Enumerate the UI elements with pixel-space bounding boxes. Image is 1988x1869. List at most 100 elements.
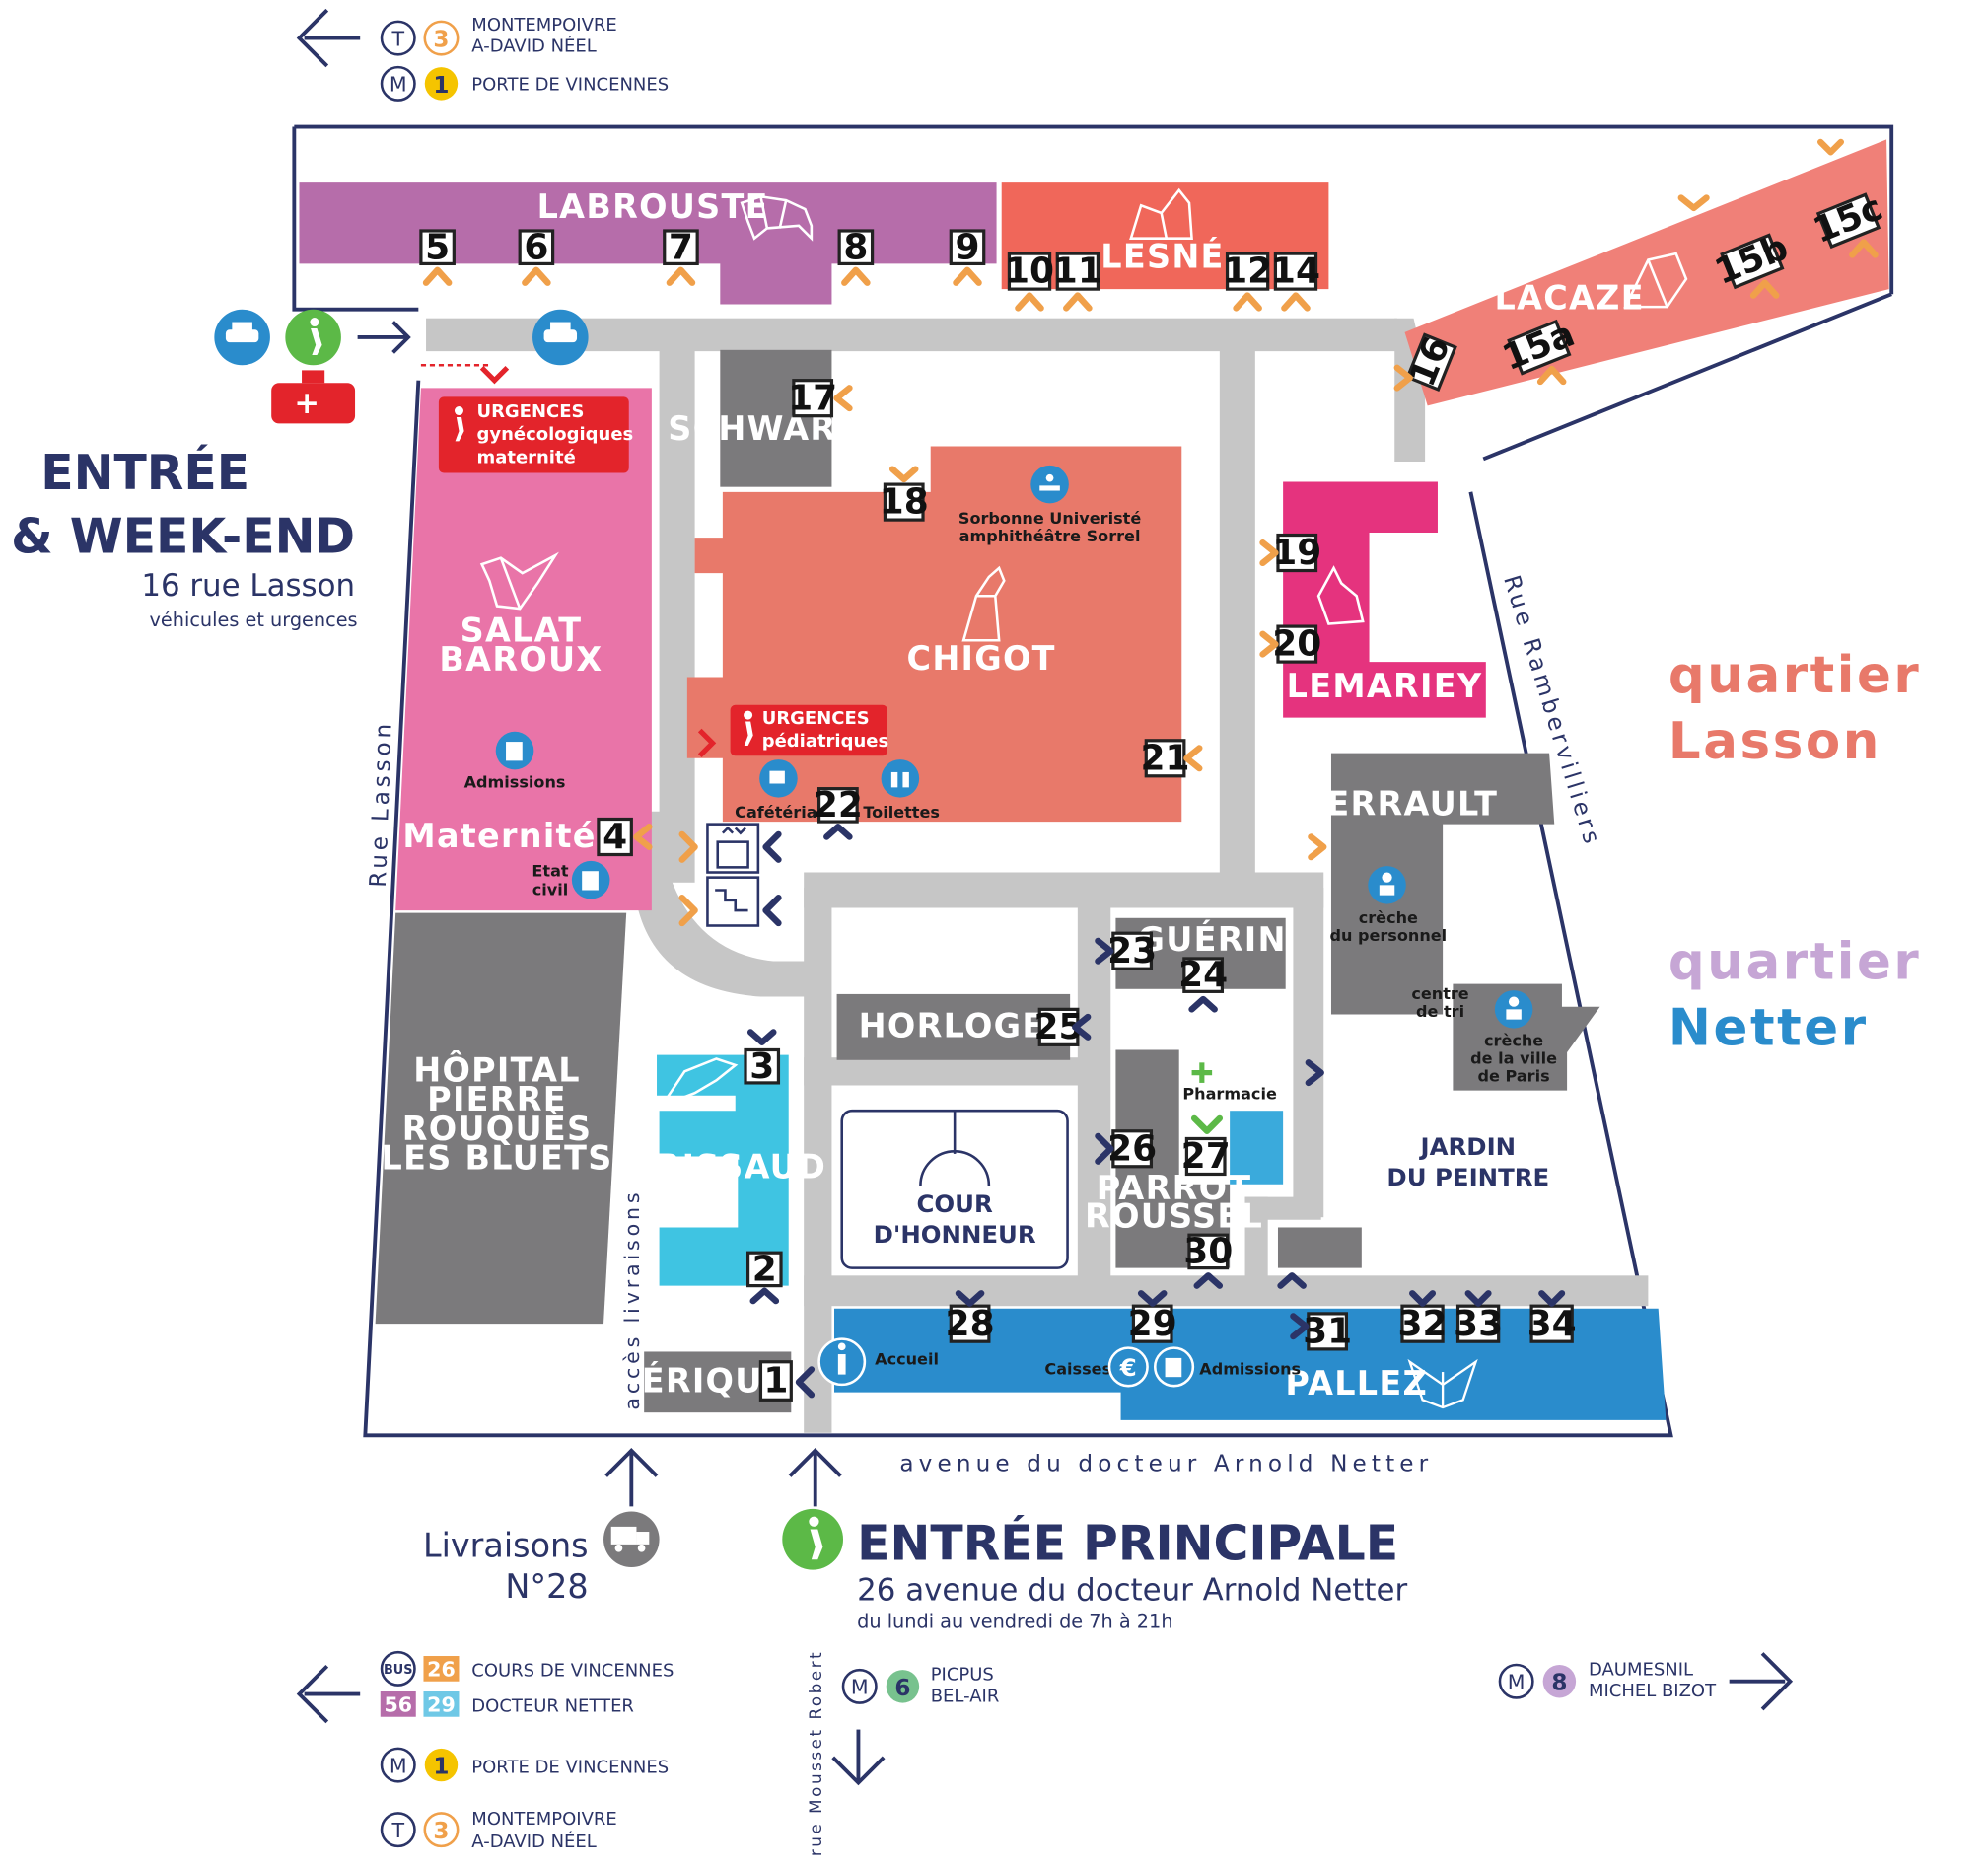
svg-text:MONTEMPOIVRE: MONTEMPOIVRE <box>471 15 616 36</box>
building-salat-baroux[interactable] <box>395 388 652 911</box>
door-18[interactable]: 18 <box>880 482 929 523</box>
svg-text:PORTE DE VINCENNES: PORTE DE VINCENNES <box>471 74 669 95</box>
svg-text:DÉRIQUE: DÉRIQUE <box>613 1361 787 1401</box>
truck-icon <box>604 1511 660 1568</box>
svg-text:COUR: COUR <box>917 1189 993 1218</box>
building-lemariey[interactable] <box>1283 481 1486 718</box>
door-20[interactable]: 20 <box>1272 624 1321 665</box>
quartier-lasson-label: quartier <box>1668 646 1921 705</box>
building-hopital-bluets[interactable] <box>375 912 627 1325</box>
building-creche-ville[interactable] <box>1453 983 1600 1091</box>
door-4[interactable]: 4 <box>597 817 633 857</box>
wolf-icon <box>740 194 814 242</box>
svg-text:29: 29 <box>427 1693 456 1717</box>
cafe-icon[interactable] <box>759 759 798 798</box>
admissions-icon[interactable] <box>571 860 610 899</box>
door-15a[interactable]: 15a <box>1497 314 1580 379</box>
butterfly-icon <box>1407 1358 1478 1409</box>
door-6[interactable]: 6 <box>518 227 555 267</box>
building-chigot[interactable] <box>686 446 1182 823</box>
svg-text:maternité: maternité <box>476 447 575 467</box>
door-33[interactable]: 33 <box>1454 1304 1503 1344</box>
door-21[interactable]: 21 <box>1141 738 1190 778</box>
door-11[interactable]: 11 <box>1053 252 1102 292</box>
door-25[interactable]: 25 <box>1034 1007 1084 1047</box>
svg-text:4: 4 <box>603 817 627 857</box>
svg-text:Cafétéria: Cafétéria <box>735 803 816 822</box>
svg-text:M: M <box>851 1676 869 1699</box>
metro-line-1: 1 <box>424 1748 459 1782</box>
building-lacaze[interactable] <box>1404 139 1889 406</box>
door-31[interactable]: 31 <box>1303 1311 1352 1351</box>
svg-text:Admissions: Admissions <box>1199 1360 1301 1379</box>
door-23[interactable]: 23 <box>1107 931 1157 971</box>
svg-text:DOCTEUR NETTER: DOCTEUR NETTER <box>471 1696 634 1717</box>
door-26[interactable]: 26 <box>1107 1128 1157 1169</box>
door-12[interactable]: 12 <box>1223 252 1272 292</box>
svg-text:HÔPITAL: HÔPITAL <box>413 1050 581 1090</box>
svg-text:34: 34 <box>1527 1304 1577 1344</box>
door-29[interactable]: 29 <box>1128 1304 1177 1344</box>
door-9[interactable]: 9 <box>949 227 986 267</box>
svg-text:PERRAULT: PERRAULT <box>1302 785 1499 824</box>
svg-text:27: 27 <box>1181 1136 1231 1177</box>
bus-line-26: 26 <box>423 1656 460 1682</box>
building-labrouste[interactable] <box>299 182 997 305</box>
door-1[interactable]: 1 <box>758 1360 793 1402</box>
svg-text:GUÉRIN: GUÉRIN <box>1138 919 1287 959</box>
euro-icon[interactable]: € <box>1107 1346 1149 1388</box>
svg-text:URGENCES: URGENCES <box>476 401 584 422</box>
door-5[interactable]: 5 <box>419 227 456 267</box>
door-19[interactable]: 19 <box>1272 533 1321 573</box>
door-14[interactable]: 14 <box>1271 252 1320 292</box>
door-24[interactable]: 24 <box>1178 955 1228 995</box>
svg-text:10: 10 <box>1005 252 1054 292</box>
urgences-gyn-sign[interactable] <box>438 396 629 473</box>
toilets-icon[interactable] <box>881 759 920 798</box>
stairs-icon[interactable] <box>706 876 760 927</box>
svg-text:7: 7 <box>669 227 693 267</box>
door-34[interactable]: 34 <box>1527 1304 1577 1344</box>
door-7[interactable]: 7 <box>663 227 699 267</box>
svg-text:BEL-AIR: BEL-AIR <box>931 1686 1000 1706</box>
site-boundary <box>292 124 1894 1438</box>
door-32[interactable]: 32 <box>1397 1304 1447 1344</box>
door-17[interactable]: 17 <box>788 378 837 418</box>
svg-text:Etat: Etat <box>532 861 568 880</box>
door-10[interactable]: 10 <box>1005 252 1054 292</box>
svg-text:8: 8 <box>1551 1671 1567 1696</box>
creche-icon[interactable] <box>1494 990 1533 1029</box>
door-8[interactable]: 8 <box>837 227 875 267</box>
info-icon[interactable] <box>817 1337 867 1387</box>
door-30[interactable]: 30 <box>1183 1231 1233 1271</box>
svg-text:3: 3 <box>433 28 449 53</box>
svg-text:17: 17 <box>788 378 837 418</box>
building-horloge[interactable] <box>836 993 1071 1060</box>
svg-text:1: 1 <box>433 1755 449 1780</box>
svg-text:T: T <box>390 27 404 50</box>
pedestrian-icon <box>782 1508 844 1570</box>
elevator-icon[interactable] <box>706 823 760 874</box>
svg-text:6: 6 <box>894 1676 910 1701</box>
door-2[interactable]: 2 <box>746 1249 783 1289</box>
building-brissaud[interactable] <box>657 1054 789 1286</box>
left-arrow-icon <box>296 8 361 68</box>
building-parrot-roussel[interactable] <box>1115 1049 1231 1268</box>
amphitheatre-icon[interactable] <box>1030 465 1069 504</box>
svg-text:centre: centre <box>1411 984 1468 1003</box>
door-22[interactable]: 22 <box>814 785 863 826</box>
door-27[interactable]: 27 <box>1181 1136 1231 1177</box>
building-schwartz[interactable] <box>720 349 832 487</box>
door-3[interactable]: 3 <box>744 1046 781 1087</box>
admissions-icon[interactable] <box>1153 1346 1195 1388</box>
svg-text:Sorbonne Univeristé: Sorbonne Univeristé <box>958 509 1141 528</box>
creche-icon[interactable] <box>1368 866 1406 904</box>
urgences-ped-sign[interactable] <box>730 704 888 756</box>
svg-text:Toilettes: Toilettes <box>863 803 940 822</box>
door-28[interactable]: 28 <box>946 1304 995 1344</box>
svg-text:MICHEL BIZOT: MICHEL BIZOT <box>1589 1681 1717 1701</box>
admissions-icon[interactable] <box>495 731 534 770</box>
label-lesne: LESNÉ <box>1100 236 1224 275</box>
svg-text:28: 28 <box>946 1304 995 1344</box>
metro-badge: M <box>1498 1663 1534 1699</box>
